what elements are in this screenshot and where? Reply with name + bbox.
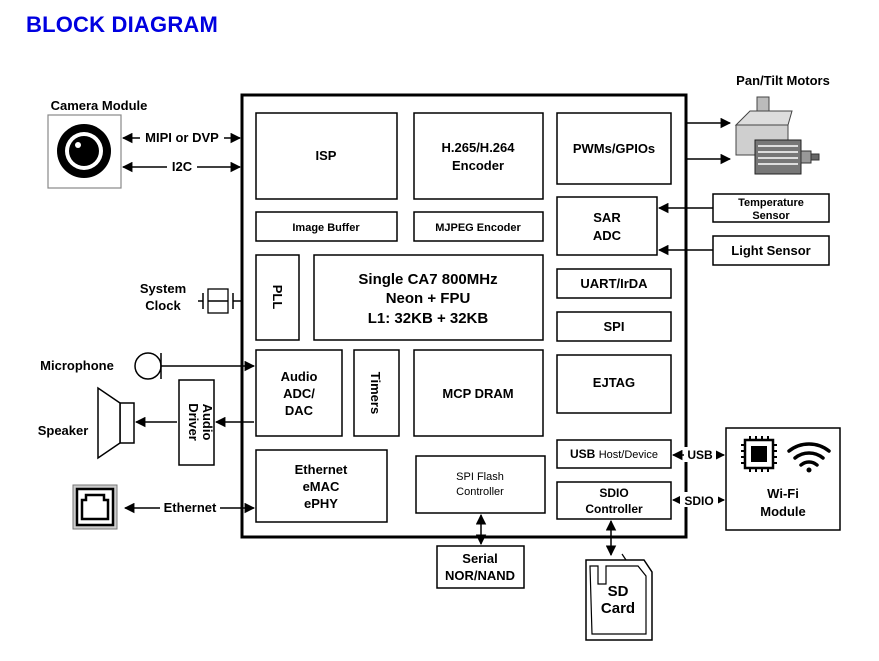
sdio-link-label: SDIO — [684, 494, 713, 508]
usb-host-block: USB Host/Device — [556, 439, 672, 469]
encoder-label-2: Encoder — [452, 158, 504, 173]
ethernet-link-label: Ethernet — [164, 500, 217, 515]
microphone-icon — [134, 352, 162, 380]
wifi-label-2: Module — [760, 504, 806, 519]
usb-host-label: USB Host/Device — [570, 447, 658, 461]
dram-block: MCP DRAM — [413, 349, 544, 437]
pan-tilt-motors: Pan/Tilt Motors — [734, 73, 830, 175]
ethernet-block: Ethernet eMAC ePHY — [255, 449, 388, 523]
mipi-label: MIPI or DVP — [145, 130, 219, 145]
sdio-label-1: SDIO — [599, 486, 628, 500]
cpu-label-3: L1: 32KB + 32KB — [368, 310, 489, 327]
light-sensor-label: Light Sensor — [731, 243, 810, 258]
wifi-label-1: Wi-Fi — [767, 486, 799, 501]
pan-tilt-label: Pan/Tilt Motors — [736, 73, 830, 88]
sar-label-2: ADC — [593, 228, 622, 243]
cpu-label-1: Single CA7 800MHz — [358, 271, 497, 288]
sar-adc-block: SAR ADC — [556, 196, 658, 256]
usb-link-label: USB — [687, 448, 713, 462]
motor-icon — [734, 96, 820, 175]
chip-icon — [741, 436, 777, 472]
pwm-label: PWMs/GPIOs — [573, 141, 655, 156]
ejtag-block: EJTAG — [556, 354, 672, 414]
system-clock: System Clock — [140, 281, 242, 314]
temperature-label-1: Temperature — [738, 197, 804, 209]
sar-label-1: SAR — [593, 210, 621, 225]
ejtag-label: EJTAG — [593, 375, 635, 390]
speaker: Speaker — [38, 386, 135, 460]
mjpeg-block: MJPEG Encoder — [413, 211, 544, 242]
camera-module: Camera Module — [47, 98, 148, 189]
cpu-label-2: Neon + FPU — [386, 290, 471, 307]
isp-label: ISP — [316, 148, 337, 163]
speaker-icon — [97, 386, 135, 460]
sd-label-2: Card — [601, 600, 635, 617]
audio-codec-block: Audio ADC/ DAC — [255, 349, 343, 437]
image-buffer-block: Image Buffer — [255, 211, 398, 242]
cpu-block: Single CA7 800MHz Neon + FPU L1: 32KB + … — [313, 254, 544, 341]
clock-label-1: System — [140, 281, 186, 296]
wifi-icon — [787, 442, 831, 473]
wifi-module: Wi-Fi Module — [725, 427, 841, 531]
encoder-block: H.265/H.264 Encoder — [413, 112, 544, 200]
image-buffer-label: Image Buffer — [292, 222, 360, 234]
serial-label-1: Serial — [462, 551, 497, 566]
audio-driver-label-2: Driver — [186, 403, 201, 441]
speaker-label: Speaker — [38, 423, 89, 438]
camera-label: Camera Module — [51, 98, 148, 113]
mjpeg-label: MJPEG Encoder — [435, 222, 521, 234]
timers-label: Timers — [368, 372, 383, 414]
crystal-icon — [198, 288, 242, 314]
pll-block: PLL — [255, 254, 300, 341]
spi-flash-block: SPI Flash Controller — [415, 455, 546, 514]
dram-label: MCP DRAM — [442, 386, 513, 401]
eth-label-1: Ethernet — [295, 462, 348, 477]
serial-label-2: NOR/NAND — [445, 568, 515, 583]
eth-label-3: ePHY — [304, 496, 338, 511]
spi-block: SPI — [556, 311, 672, 342]
encoder-label-1: H.265/H.264 — [442, 140, 516, 155]
page-title: BLOCK DIAGRAM — [26, 12, 219, 37]
audio-driver: Audio Driver — [178, 379, 215, 466]
sd-card-icon: SD Card — [585, 553, 653, 641]
temperature-label-2: Sensor — [752, 210, 790, 222]
i2c-label: I2C — [172, 159, 193, 174]
audio-label-3: DAC — [285, 403, 314, 418]
serial-flash: Serial NOR/NAND — [436, 545, 525, 589]
clock-label-2: Clock — [145, 298, 181, 313]
pll-label: PLL — [270, 285, 285, 310]
pwm-block: PWMs/GPIOs — [556, 112, 672, 185]
timers-block: Timers — [353, 349, 400, 437]
sdio-block: SDIO Controller — [556, 481, 672, 520]
spi-label: SPI — [604, 319, 625, 334]
eth-label-2: eMAC — [303, 479, 340, 494]
microphone: Microphone — [40, 352, 256, 380]
temperature-sensor: Temperature Sensor — [712, 193, 830, 223]
audio-driver-label-1: Audio — [200, 404, 215, 441]
light-sensor: Light Sensor — [712, 235, 830, 266]
spi-flash-label-1: SPI Flash — [456, 471, 504, 483]
uart-label: UART/IrDA — [580, 276, 648, 291]
sd-label-1: SD — [608, 583, 629, 600]
spi-flash-label-2: Controller — [456, 486, 504, 498]
sdio-label-2: Controller — [585, 502, 643, 516]
isp-block: ISP — [255, 112, 398, 200]
microphone-label: Microphone — [40, 358, 114, 373]
uart-block: UART/IrDA — [556, 268, 672, 299]
audio-label-1: Audio — [281, 369, 318, 384]
audio-label-2: ADC/ — [283, 386, 315, 401]
ethernet-jack-icon — [72, 484, 118, 530]
